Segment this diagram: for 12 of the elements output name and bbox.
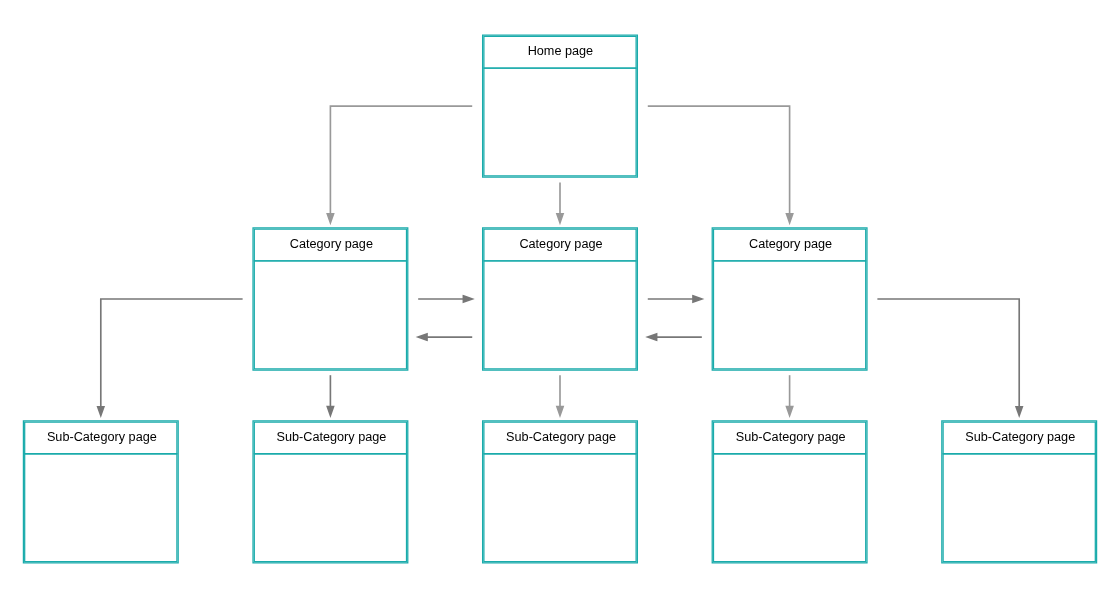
arrow	[326, 104, 474, 225]
arrow	[326, 373, 335, 418]
arrow	[96, 297, 244, 418]
arrow	[555, 181, 565, 225]
arrow	[555, 373, 565, 418]
arrow	[646, 104, 794, 225]
arrow	[646, 294, 705, 303]
arrow	[415, 332, 474, 341]
arrow	[876, 297, 1024, 418]
arrow	[785, 373, 794, 418]
arrow	[645, 332, 703, 341]
arrow	[417, 294, 475, 303]
